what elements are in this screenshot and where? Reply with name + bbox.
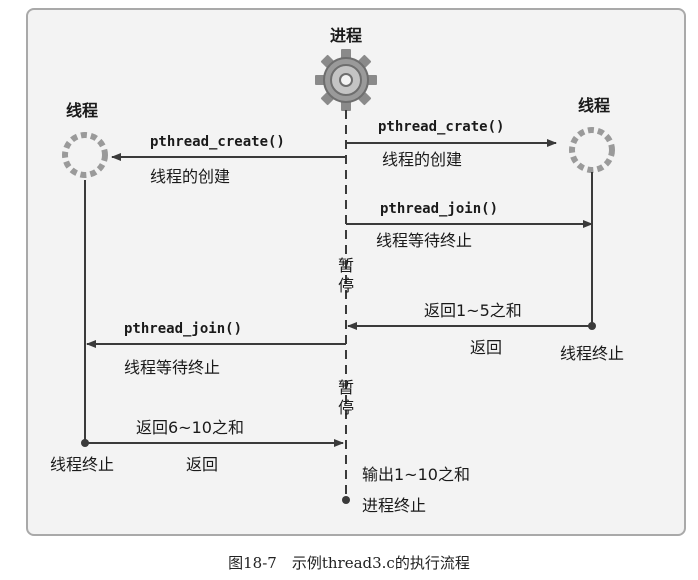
join-right-func: pthread_join() — [380, 201, 499, 217]
pause-label-2: 暂停 — [337, 378, 354, 417]
process-end-label: 进程终止 — [362, 496, 427, 515]
return-right-value: 返回1~5之和 — [424, 301, 522, 320]
figure-caption: 图18-7 示例thread3.c的执行流程 — [228, 554, 470, 572]
sum-output-label: 输出1~10之和 — [362, 465, 470, 484]
create-right-desc: 线程的创建 — [382, 150, 463, 169]
return-left-desc: 返回 — [186, 455, 219, 474]
right-thread-icon — [569, 127, 615, 173]
left-thread-icon — [62, 132, 108, 178]
pause-label-1: 暂停 — [337, 256, 354, 295]
create-left-desc: 线程的创建 — [150, 167, 231, 186]
left-thread-end-label: 线程终止 — [50, 455, 115, 474]
return-right-desc: 返回 — [470, 338, 503, 357]
process-end-dot — [342, 496, 350, 504]
join-left-desc: 线程等待终止 — [124, 358, 221, 377]
create-left-func: pthread_create() — [150, 134, 285, 150]
process-label: 进程 — [330, 26, 363, 45]
join-left-func: pthread_join() — [124, 321, 243, 337]
create-right-func: pthread_crate() — [378, 119, 505, 135]
gear-icon — [315, 49, 377, 111]
left-thread-label: 线程 — [66, 101, 99, 120]
right-thread-end-label: 线程终止 — [560, 344, 625, 363]
return-left-value: 返回6~10之和 — [136, 418, 244, 437]
join-right-desc: 线程等待终止 — [376, 231, 473, 250]
right-thread-label: 线程 — [578, 96, 611, 115]
